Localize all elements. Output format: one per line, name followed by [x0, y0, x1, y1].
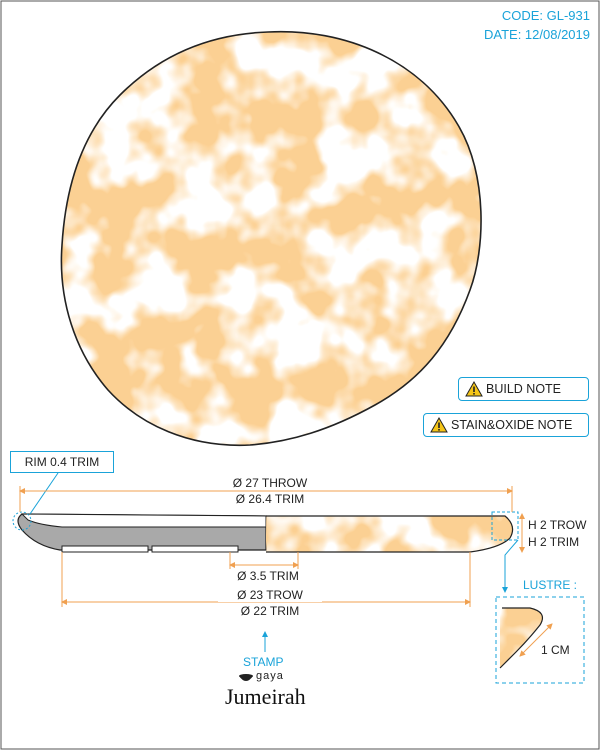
- warning-icon: [430, 417, 448, 433]
- stain-oxide-note-label: STAIN&OXIDE NOTE: [451, 418, 573, 432]
- plate-section-view: [17, 513, 514, 553]
- stain-oxide-note-button[interactable]: STAIN&OXIDE NOTE: [423, 413, 589, 437]
- plate-outline: [60, 30, 482, 447]
- diameter-trim-label: Ø 26.4 TRIM: [218, 492, 322, 506]
- drawing-date: DATE: 12/08/2019: [484, 27, 590, 42]
- base-throw-label: Ø 23 TROW: [218, 588, 322, 602]
- stamp-brand-main: Jumeirah: [225, 684, 306, 709]
- foot-ring-left: [61, 545, 149, 553]
- lustre-dimension-line: [519, 623, 553, 657]
- foot-trim-label: Ø 3.5 TRIM: [226, 569, 310, 583]
- height-throw-label: H 2 TROW: [528, 518, 587, 532]
- rim-leader-line: [29, 472, 59, 515]
- plate-top-view: [60, 30, 482, 447]
- build-note-button[interactable]: BUILD NOTE: [458, 377, 589, 401]
- lustre-detail: [495, 596, 585, 684]
- stamp-label: STAMP: [243, 655, 284, 669]
- lustre-detail-marker: [491, 511, 519, 541]
- build-note-label: BUILD NOTE: [486, 382, 562, 396]
- height-trim-label: H 2 TRIM: [528, 535, 580, 549]
- diameter-throw-label: Ø 27 THROW: [218, 476, 322, 490]
- foot-ring-right: [151, 545, 239, 553]
- stamp-brand-small: gaya: [256, 670, 284, 682]
- lustre-detail-box: [495, 596, 585, 684]
- drawing-code: CODE: GL-931: [501, 8, 590, 23]
- rim-trim-label: RIM 0.4 TRIM: [10, 451, 114, 473]
- lustre-label: LUSTRE :: [523, 578, 578, 592]
- glazed-rim-profile: [266, 515, 514, 553]
- base-trim-label: Ø 22 TRIM: [218, 604, 322, 618]
- lustre-measure-label: 1 CM: [541, 643, 570, 657]
- warning-icon: [465, 381, 483, 397]
- lustre-leader-line: [502, 539, 519, 593]
- rim-detail-marker: [12, 511, 32, 531]
- gaya-bowl-icon: [239, 674, 253, 681]
